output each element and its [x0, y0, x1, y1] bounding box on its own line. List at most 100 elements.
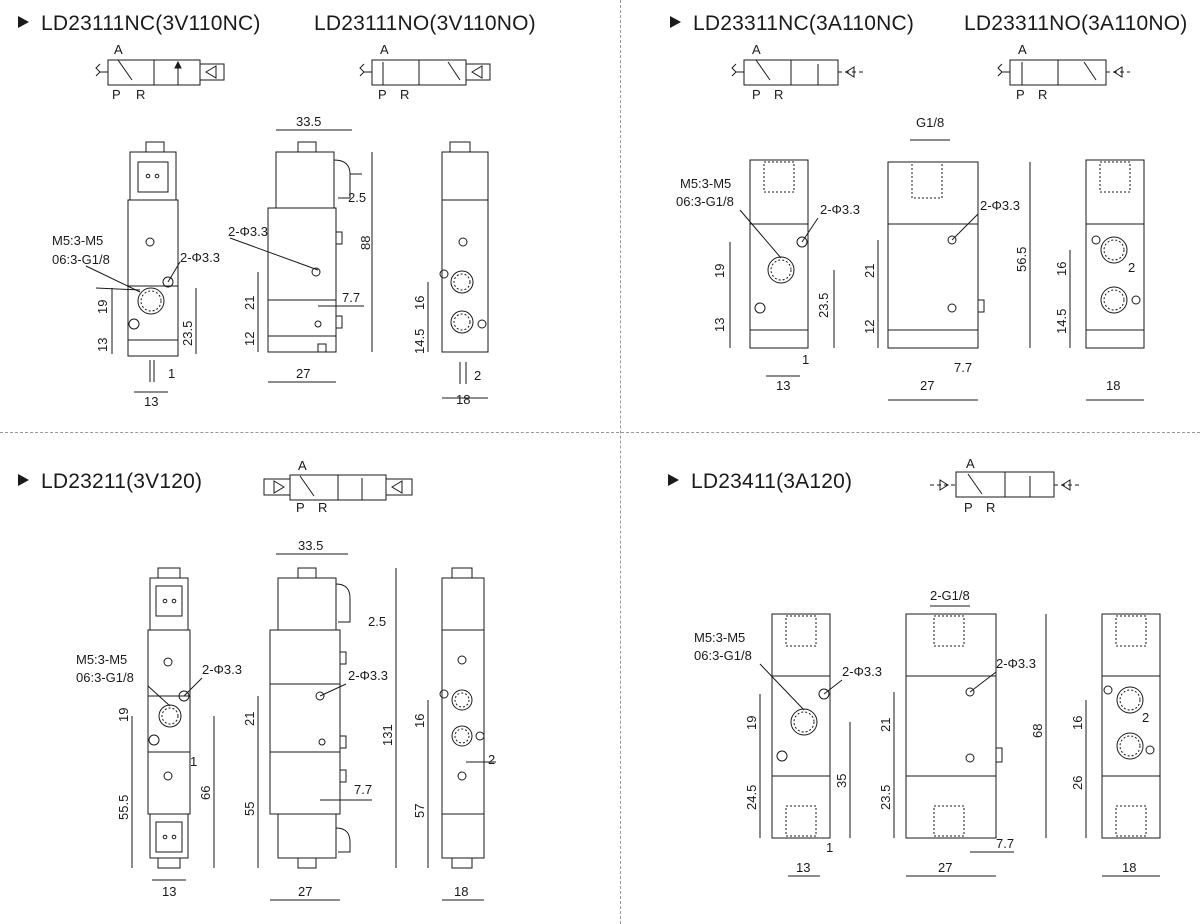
dim-13-bottom: 13 [776, 378, 790, 393]
dim-24-5: 24.5 [744, 785, 759, 810]
title-ld23311nc: LD23311NC(3A110NC) [670, 12, 914, 36]
dim-2: 2 [1142, 710, 1149, 725]
dim-21: 21 [878, 718, 893, 732]
title-ld23111nc: LD23111NC(3V110NC) [18, 12, 261, 36]
dim-33-5: 33.5 [296, 114, 321, 129]
dim-13-bottom: 13 [796, 860, 810, 875]
title-text: LD23311NO(3A110NO) [964, 12, 1188, 35]
title-arrow-icon [668, 474, 679, 486]
port-p-label: P [1016, 87, 1025, 102]
hole-label: 2-Φ3.3 [842, 664, 882, 679]
dim-27: 27 [298, 884, 312, 899]
dim-23-5: 23.5 [180, 321, 195, 346]
valve-symbol-nc: A P R [95, 42, 225, 102]
port-a-label: A [298, 458, 307, 473]
dim-68: 68 [1030, 724, 1045, 738]
dim-16: 16 [1070, 716, 1085, 730]
hole-label: 2-Φ3.3 [180, 250, 220, 265]
hole-label: 2-Φ3.3 [202, 662, 242, 677]
dim-16: 16 [412, 296, 427, 310]
vertical-divider [620, 0, 621, 924]
port-size-label: G1/8 [916, 115, 944, 130]
thread-label-1: M5:3-M5 [52, 233, 103, 248]
valve-symbol-3v120: A P R [263, 458, 413, 515]
dim-2: 2 [1128, 260, 1135, 275]
side-view-3v120: 33.5 2-Φ3.3 2.5 131 21 55 7.7 27 [242, 538, 397, 901]
thread-label-2: 06:3-G1/8 [694, 648, 752, 663]
title-ld23411: LD23411(3A120) [668, 470, 852, 494]
port-r-label: R [136, 87, 145, 102]
dim-7-7: 7.7 [342, 290, 360, 305]
dim-27: 27 [920, 378, 934, 393]
port-size-label: 2-G1/8 [930, 588, 970, 603]
title-text: LD23411(3A120) [691, 470, 853, 493]
thread-label-1: M5:3-M5 [76, 652, 127, 667]
side-view-3a110: G1/8 2-Φ3.3 56.5 21 12 7.7 27 [862, 115, 1031, 401]
side-view-3v110: 33.5 2-Φ3.3 2.5 88 21 12 7.7 27 [228, 114, 373, 383]
dim-35: 35 [834, 774, 849, 788]
dim-12: 12 [862, 320, 877, 334]
dim-7-7: 7.7 [354, 782, 372, 797]
front-view-3a110: M5:3-M5 06:3-G1/8 2-Φ3.3 19 13 23.5 1 13 [676, 159, 860, 393]
horizontal-divider [0, 432, 1200, 433]
end-view-3a120: 16 26 2 18 [1070, 613, 1161, 877]
hole-label: 2-Φ3.3 [980, 198, 1020, 213]
dim-18: 18 [454, 884, 468, 899]
title-text: LD23311NC(3A110NC) [693, 12, 915, 35]
dim-55: 55 [242, 802, 257, 816]
dim-18: 18 [1122, 860, 1136, 875]
end-view-3a110: 16 14.5 2 18 [1054, 159, 1145, 401]
dim-19: 19 [744, 716, 759, 730]
port-p-label: P [296, 500, 305, 515]
dim-1: 1 [190, 754, 197, 769]
hole-label: 2-Φ3.3 [348, 668, 388, 683]
dim-55-5: 55.5 [116, 795, 131, 820]
dim-2: 2 [488, 752, 495, 767]
port-r-label: R [400, 87, 409, 102]
thread-label-2: 06:3-G1/8 [676, 194, 734, 209]
dim-1: 1 [802, 352, 809, 367]
dim-23-5: 23.5 [816, 293, 831, 318]
port-r-label: R [774, 87, 783, 102]
hole-label: 2-Φ3.3 [996, 656, 1036, 671]
port-a-label: A [966, 456, 975, 471]
dim-16: 16 [1054, 262, 1069, 276]
dim-21: 21 [242, 296, 257, 310]
title-text: LD23111NO(3V110NO) [314, 12, 536, 35]
dim-7-7: 7.7 [954, 360, 972, 375]
port-p-label: P [378, 87, 387, 102]
dim-66: 66 [198, 786, 213, 800]
thread-label-2: 06:3-G1/8 [76, 670, 134, 685]
thread-label-1: M5:3-M5 [694, 630, 745, 645]
dim-13: 13 [95, 338, 110, 352]
dim-13-bottom: 13 [162, 884, 176, 899]
dim-14-5: 14.5 [1054, 309, 1069, 334]
dim-2-5: 2.5 [348, 190, 366, 205]
valve-symbol-no: A P R [359, 42, 491, 102]
hole-label: 2-Φ3.3 [228, 224, 268, 239]
dim-19: 19 [116, 708, 131, 722]
end-view-3v120: 16 57 2 18 [412, 567, 496, 901]
dim-21: 21 [242, 712, 257, 726]
dim-26: 26 [1070, 776, 1085, 790]
port-a-label: A [114, 42, 123, 57]
title-arrow-icon [670, 16, 681, 28]
port-p-label: P [112, 87, 121, 102]
title-arrow-icon [18, 16, 29, 28]
dim-19: 19 [712, 264, 727, 278]
front-view-3v120: M5:3-M5 06:3-G1/8 2-Φ3.3 19 55.5 66 1 13 [76, 567, 242, 899]
port-r-label: R [986, 500, 995, 515]
side-view-3a120: 2-G1/8 2-Φ3.3 68 21 23.5 7.7 27 [878, 588, 1047, 877]
port-p-label: P [752, 87, 761, 102]
valve-symbol-3a-no: A P R [997, 42, 1130, 102]
dim-21: 21 [862, 264, 877, 278]
port-a-label: A [380, 42, 389, 57]
dim-56-5: 56.5 [1014, 247, 1029, 272]
dim-27: 27 [938, 860, 952, 875]
dim-16: 16 [412, 714, 427, 728]
title-text: LD23211(3V120) [41, 470, 203, 493]
dim-33-5: 33.5 [298, 538, 323, 553]
dim-13: 13 [712, 318, 727, 332]
dim-13-bottom: 13 [144, 394, 158, 409]
